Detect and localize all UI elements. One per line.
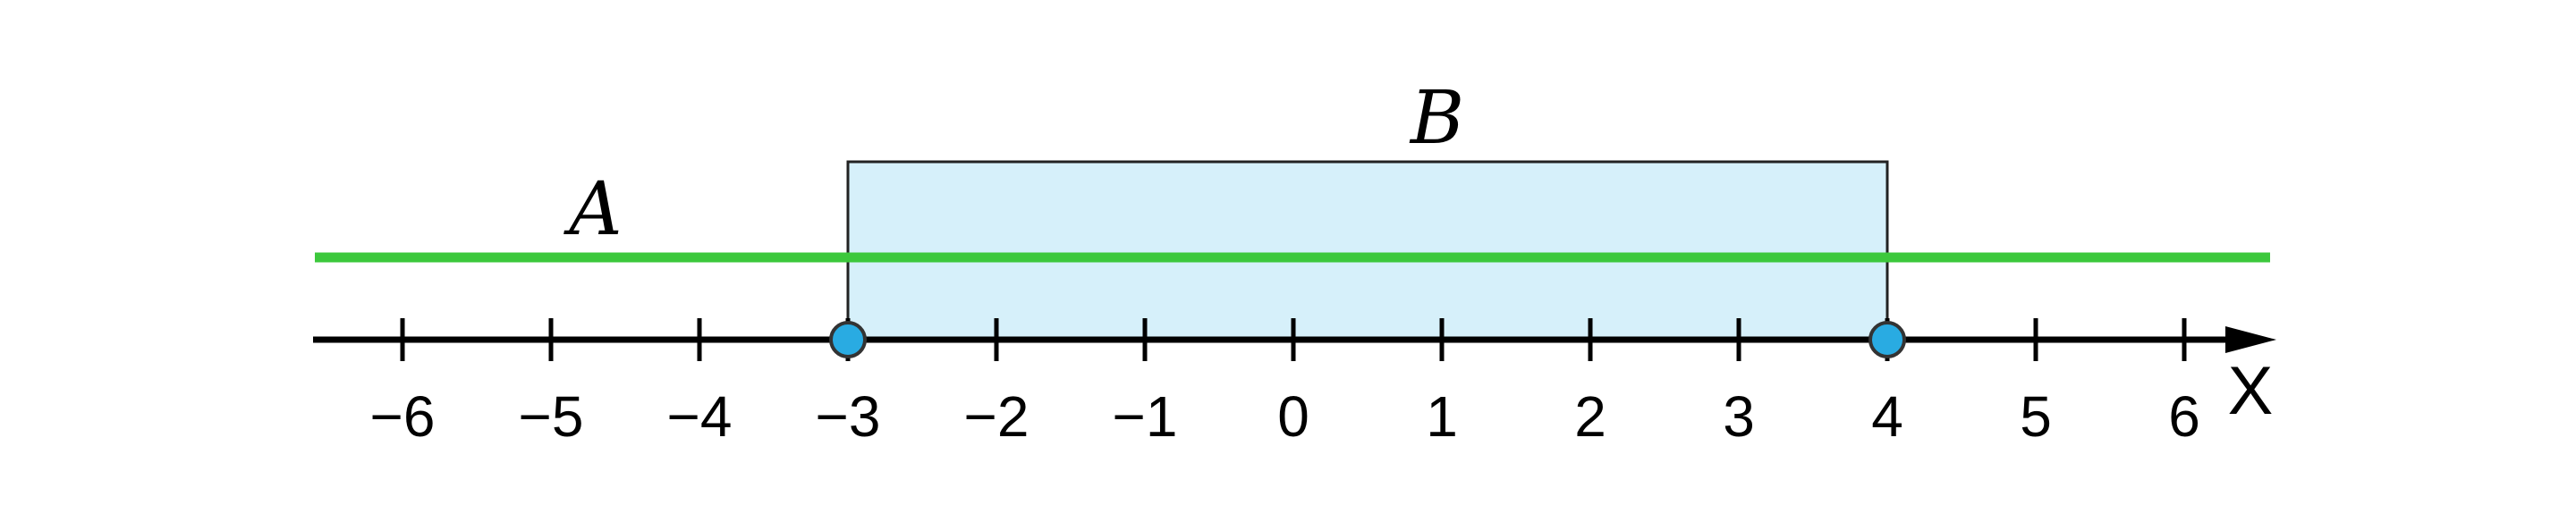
tick-label: −5 <box>519 384 584 449</box>
tick-label: 1 <box>1426 384 1458 449</box>
tick-label: −3 <box>816 384 881 449</box>
interval-endpoints <box>829 321 1906 358</box>
set-b-interval-box <box>846 160 1889 341</box>
tick-label: 5 <box>2020 384 2052 449</box>
tick-label: −4 <box>667 384 733 449</box>
x-axis-arrowhead <box>2225 326 2276 353</box>
tick-label: 3 <box>1723 384 1755 449</box>
set-a-label: A <box>563 167 622 252</box>
tick-label: −6 <box>370 384 436 449</box>
tick-label: −2 <box>964 384 1030 449</box>
tick-label: 6 <box>2168 384 2200 449</box>
set-b-label: B <box>1409 76 1464 161</box>
tick-labels: −6 −5 −4 −3 −2 −1 0 1 2 3 4 5 6 <box>370 384 2200 449</box>
x-axis-label: X <box>2228 353 2274 429</box>
endpoint-marker <box>829 321 867 358</box>
tick-label: 4 <box>1871 384 1903 449</box>
tick-label: 2 <box>1574 384 1606 449</box>
tick-label: 0 <box>1277 384 1309 449</box>
tick-label: −1 <box>1113 384 1178 449</box>
endpoint-marker <box>1868 321 1906 358</box>
